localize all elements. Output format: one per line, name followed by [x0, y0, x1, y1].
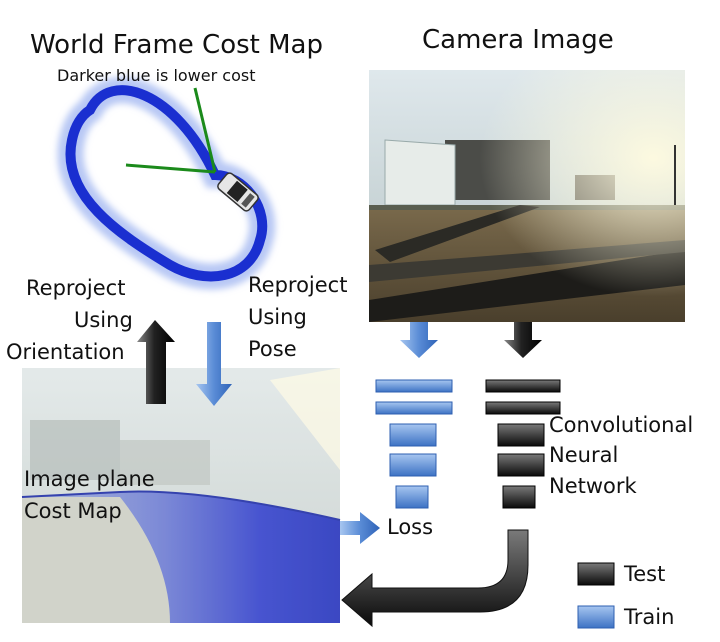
test-input-arrow: [504, 322, 542, 358]
cnn-label-line-3: Network: [549, 474, 637, 498]
reproject-orientation-line-3: Orientation: [6, 340, 125, 364]
test-network: [485, 379, 561, 509]
image-plane-label-line-2: Cost Map: [24, 499, 122, 523]
camera-image-title: Camera Image: [422, 25, 614, 55]
cnn-label-line-2: Neural: [549, 443, 619, 467]
reproject-orientation-arrow: [137, 320, 175, 404]
train-input-arrow: [400, 322, 438, 358]
reproject-orientation-line-1: Reproject: [26, 276, 126, 300]
train-network: [375, 379, 453, 509]
image-plane-cost-map: [21, 368, 341, 623]
reproject-pose-line-1: Reproject: [248, 273, 348, 297]
image-plane-label-line-1: Image plane: [24, 467, 155, 491]
legend-test-swatch: [577, 562, 615, 586]
reproject-orientation-line-2: Using: [74, 308, 133, 332]
world-cost-map: [57, 77, 276, 290]
cnn-label-line-1: Convolutional: [549, 413, 694, 437]
legend-test-label: Test: [624, 562, 666, 586]
camera-image: [369, 70, 685, 322]
reproject-pose-line-3: Pose: [248, 337, 297, 361]
cost-hint-label: Darker blue is lower cost: [57, 66, 256, 85]
reproject-pose-arrow: [196, 322, 232, 406]
legend-swatches: [577, 562, 615, 629]
heading-lines: [125, 87, 217, 174]
world-map-title: World Frame Cost Map: [30, 30, 323, 60]
reproject-pose-line-2: Using: [248, 305, 307, 329]
feedback-arrow: [341, 529, 529, 628]
legend-train-label: Train: [624, 605, 675, 629]
legend-train-swatch: [577, 605, 615, 629]
car-icon: [217, 172, 259, 212]
loss-arrow: [340, 512, 380, 544]
loss-label: Loss: [387, 515, 434, 539]
